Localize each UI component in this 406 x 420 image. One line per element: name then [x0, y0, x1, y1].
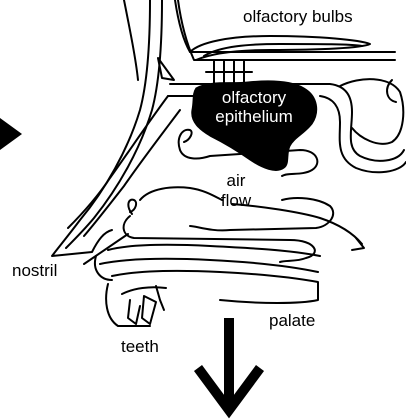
- tooth-1: [128, 300, 140, 324]
- skull-upper-outline: [124, 0, 138, 80]
- label-nostril: nostril: [12, 262, 57, 280]
- label-air-flow-line2: flow: [214, 192, 258, 210]
- triangle-arrow-right-icon: [0, 118, 22, 150]
- lower-turbinate: [124, 216, 315, 262]
- middle-turbinate-curl: [128, 200, 136, 214]
- nasal-roof-line-2: [84, 110, 180, 236]
- tooth-3: [156, 286, 164, 310]
- olfactory-bulbs-shape: [190, 36, 370, 60]
- label-palate: palate: [269, 312, 315, 330]
- label-teeth: teeth: [121, 338, 159, 356]
- palate-upper: [108, 245, 320, 256]
- label-olfactory-epithelium-line2: epithelium: [206, 108, 302, 126]
- label-olfactory-bulbs: olfactory bulbs: [243, 8, 353, 26]
- nose-outer-outline: [52, 0, 150, 256]
- down-arrow-icon: [198, 318, 260, 410]
- tooth-2: [142, 296, 156, 324]
- sinus-outline: [340, 79, 403, 144]
- upper-lip: [95, 256, 112, 280]
- nostril-pointer: [84, 234, 128, 264]
- air-flow-path: [232, 204, 362, 244]
- teeth-gum: [122, 287, 166, 294]
- label-air-flow-line1: air: [214, 172, 258, 190]
- label-olfactory-epithelium-line1: olfactory: [206, 89, 302, 107]
- nasal-bone-triangle: [158, 58, 174, 80]
